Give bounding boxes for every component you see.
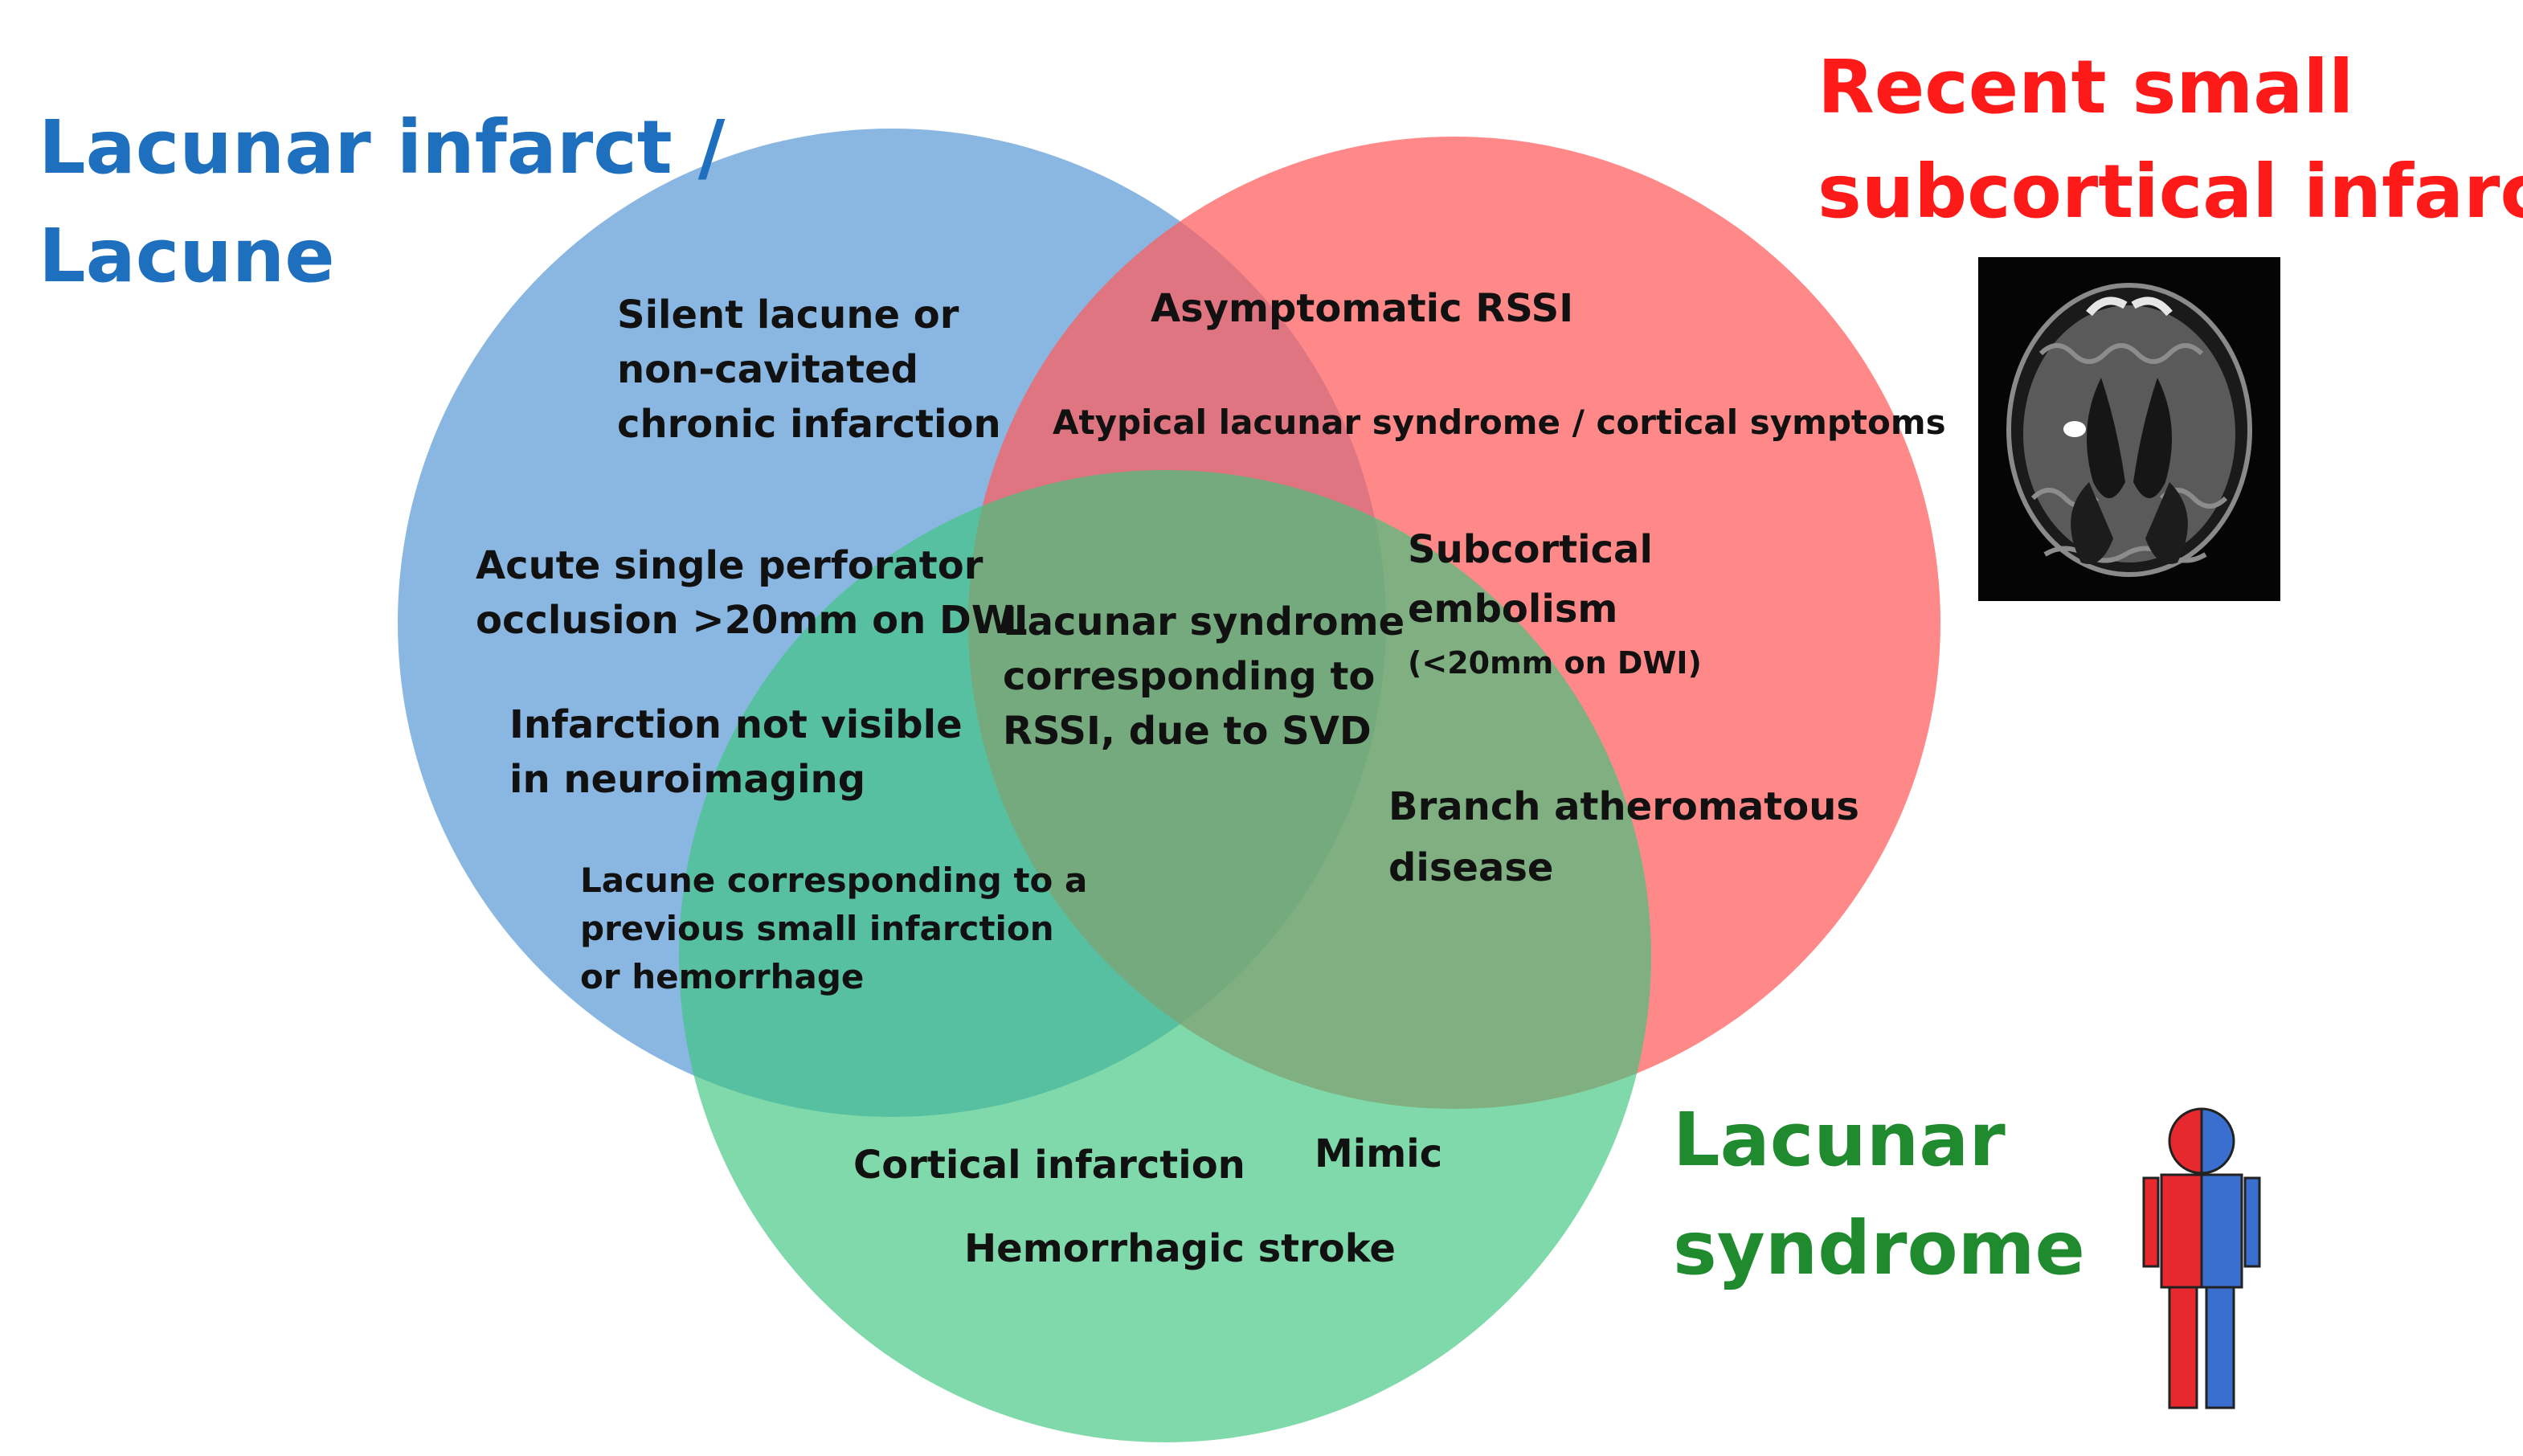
atypical-lacunar-label: Atypical lacunar syndrome / cortical sym…	[1053, 403, 1946, 442]
rssi-title-line2: subcortical infarct	[1818, 149, 2523, 235]
subcortical-embolism-label: Subcortical embolism	[1408, 527, 1666, 632]
mimic-label: Mimic	[1315, 1131, 1442, 1176]
silent-lacune-label: Silent lacune or non-cavitated chronic i…	[617, 292, 1001, 447]
asymptomatic-rssi-label: Asymptomatic RSSI	[1151, 286, 1573, 331]
lacune-previous-infarction-label: Lacune corresponding to a previous small…	[580, 861, 1099, 996]
lacunar-syndrome-title: Lacunar	[1673, 1097, 2006, 1183]
brain-mri-icon	[1978, 257, 2280, 601]
acute-perforator-label: Acute single perforator occlusion >20mm …	[476, 543, 1028, 643]
center-label: Lacunar syndrome corresponding to RSSI, …	[1003, 599, 1418, 754]
person-figure-icon	[2142, 1107, 2261, 1409]
infarction-not-visible-label: Infarction not visible in neuroimaging	[509, 702, 975, 802]
hemorrhagic-stroke-label: Hemorrhagic stroke	[964, 1226, 1396, 1271]
lacunar-syndrome-circle	[679, 470, 1651, 1442]
rssi-title: Recent small	[1818, 44, 2353, 130]
lacunar-infarct-title-line2: Lacune	[39, 213, 335, 299]
cortical-infarction-label: Cortical infarction	[853, 1143, 1245, 1188]
lacunar-syndrome-title-line2: syndrome	[1673, 1205, 2085, 1291]
branch-atheromatous-label: Branch atheromatous disease	[1388, 784, 1873, 890]
embolism-size-note: (<20mm on DWI)	[1408, 645, 1702, 681]
lacunar-infarct-title: Lacunar infarct /	[39, 104, 726, 190]
